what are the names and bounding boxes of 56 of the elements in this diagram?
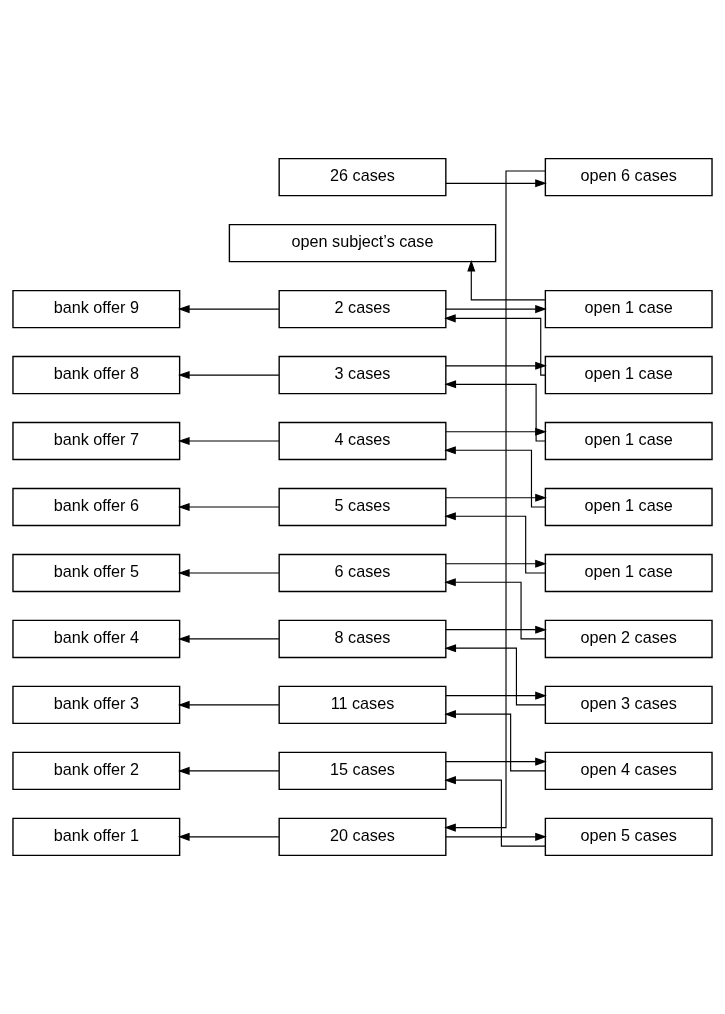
arrow [445,625,547,634]
node-box: 15 cases [278,751,447,791]
node-box: 5 cases [278,487,447,527]
node-box: open 3 cases [544,685,713,725]
node-box: open 2 cases [544,619,713,659]
node-box: open 6 cases [544,157,713,197]
node-box: open 1 case [544,421,713,461]
arrow [445,757,547,766]
node-box: 6 cases [278,553,447,593]
node-box: bank offer 6 [12,487,181,527]
node-box: open 1 case [544,289,713,329]
arrow [467,259,546,301]
arrow [444,776,546,847]
arrow [445,559,547,568]
node-box: 20 cases [278,817,447,857]
arrow [444,644,546,706]
node-box: bank offer 7 [12,421,181,461]
node-box: open 1 case [544,355,713,395]
arrow [445,361,547,370]
arrow [445,691,547,700]
arrow [178,305,280,314]
node-box: bank offer 3 [12,685,181,725]
node-box: bank offer 2 [12,751,181,791]
arrow [178,832,280,841]
arrow [178,700,280,709]
node-box: 3 cases [278,355,447,395]
node-box: bank offer 5 [12,553,181,593]
arrow [178,634,280,643]
node-box: bank offer 4 [12,619,181,659]
arrow [445,832,547,841]
arrow [445,493,547,502]
node-box: bank offer 1 [12,817,181,857]
node-box: 11 cases [278,685,447,725]
node-box: 8 cases [278,619,447,659]
node-box: 26 cases [278,157,447,197]
node-box: bank offer 9 [12,289,181,329]
node-box: bank offer 8 [12,355,181,395]
arrow [178,371,280,380]
node-box: open 1 case [544,553,713,593]
arrow [178,502,280,512]
node-box: open 4 cases [544,751,713,791]
arrow [178,766,280,775]
node-box: 4 cases [278,421,447,461]
node-box: open subject’s case [228,223,497,263]
arrow [444,446,546,508]
arrow [445,305,547,314]
arrow [178,436,280,446]
node-box: 2 cases [278,289,447,329]
arrow [444,578,546,640]
node-box: open 1 case [544,487,713,527]
arrow [444,314,546,376]
arrow [444,710,546,772]
arrow [178,568,280,578]
arrow [444,512,546,574]
node-box: open 5 cases [544,817,713,857]
arrow [445,179,547,188]
